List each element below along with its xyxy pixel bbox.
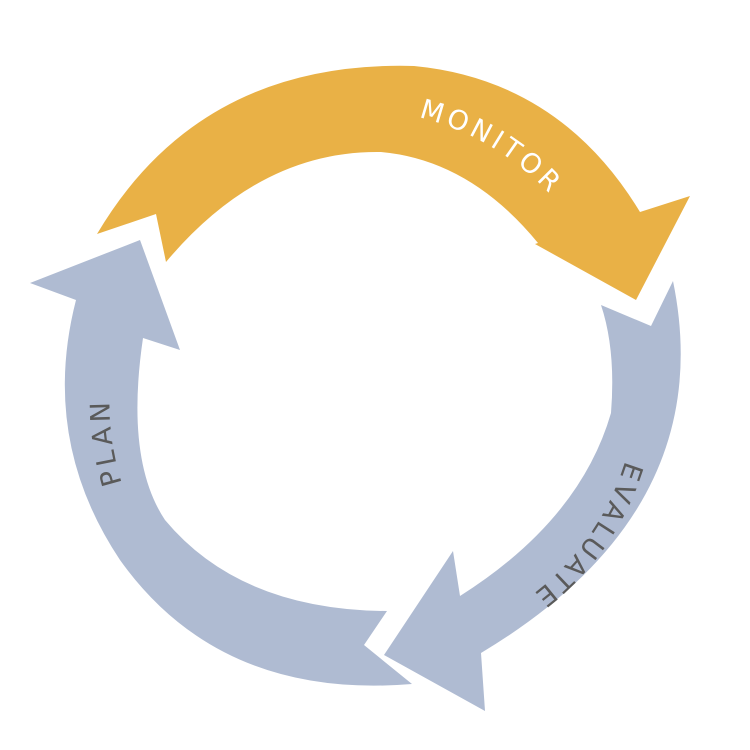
monitor-arrow: MONITOR [97, 65, 690, 300]
evaluate-arrow-shape [384, 281, 681, 711]
plan-arrow: PLAN [30, 240, 412, 686]
plan-arrow-shape [30, 240, 412, 686]
monitor-arrow-shape [97, 65, 690, 300]
evaluate-arrow: EVALUATE [384, 281, 681, 711]
